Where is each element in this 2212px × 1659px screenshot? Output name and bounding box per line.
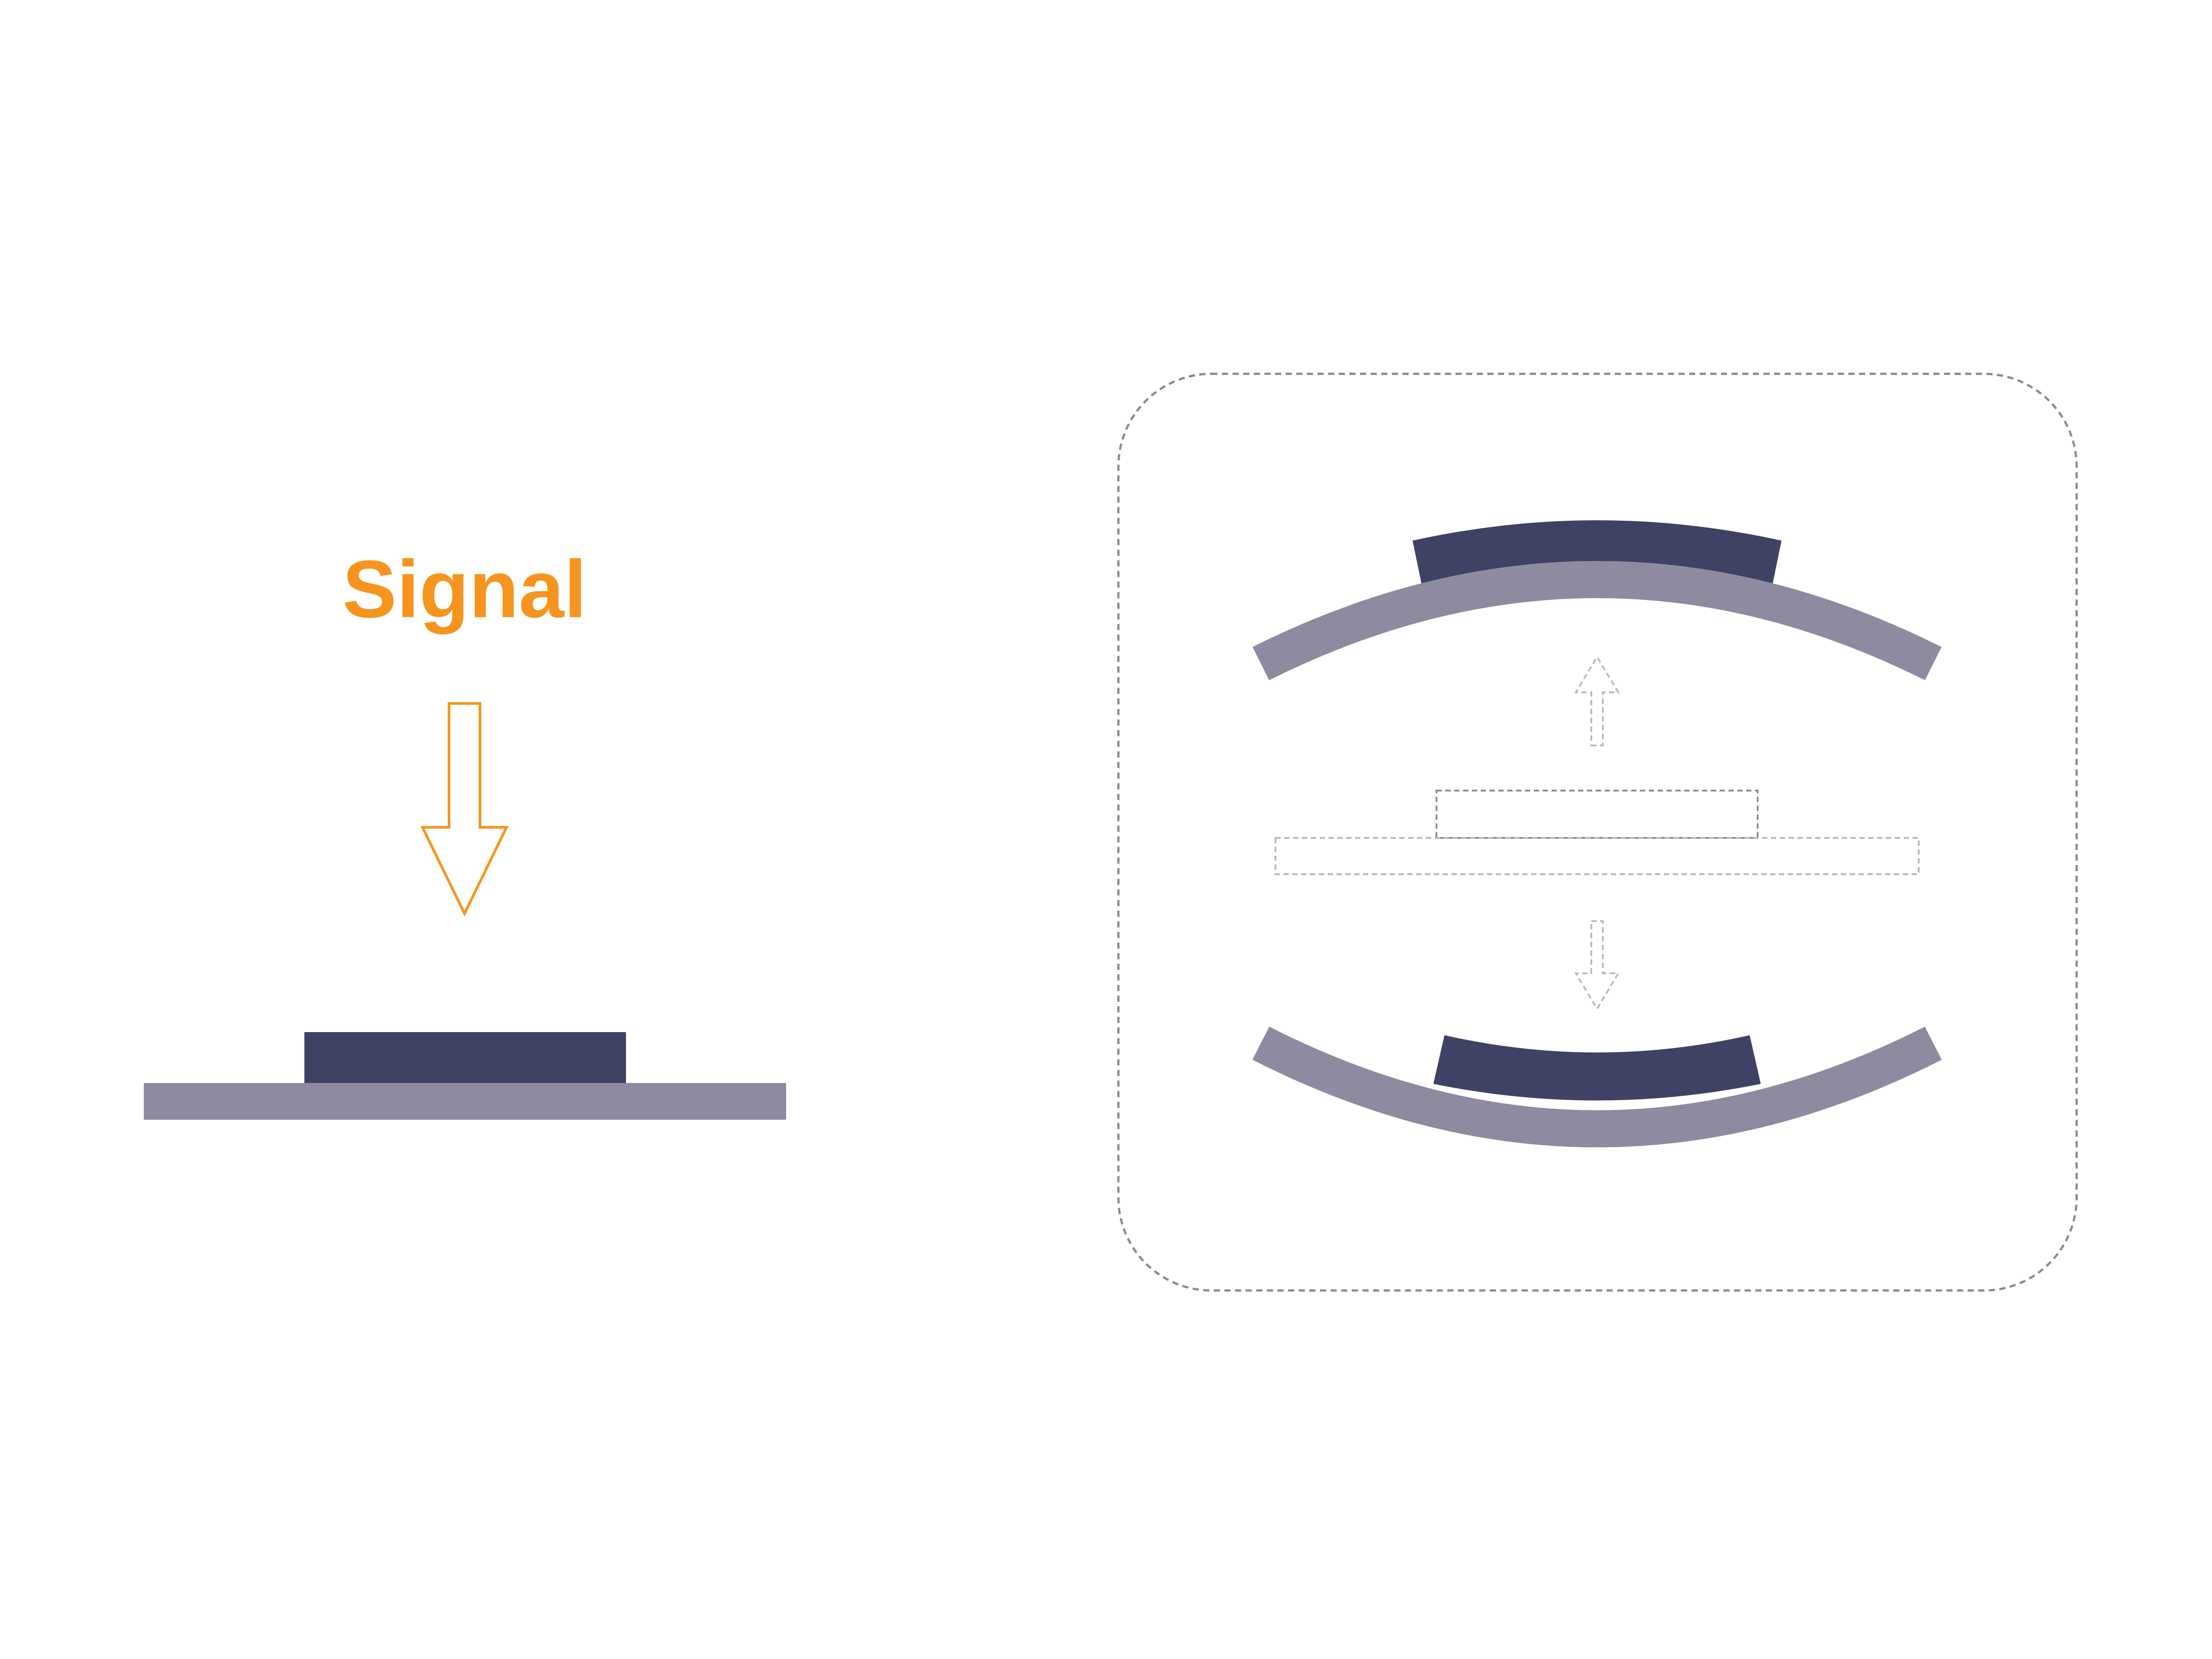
- ghost-arrow-down-icon: [1574, 920, 1620, 1010]
- signal-arrow-down-icon: [420, 702, 509, 917]
- ghost-substrate: [1275, 837, 1920, 875]
- ghost-active-layer: [1436, 790, 1759, 839]
- active-layer-bent-down: [1433, 1035, 1761, 1101]
- substrate-flat: [144, 1083, 786, 1120]
- active-layer-flat: [304, 1032, 626, 1083]
- inset-dashed-frame: [1117, 373, 2078, 1292]
- ghost-arrow-up-icon: [1574, 655, 1620, 746]
- flat-actuator-group: Signal: [144, 543, 786, 1120]
- bending-modes-inset: [1117, 373, 2078, 1292]
- substrate-bent-up: [1252, 561, 1942, 680]
- ghost-neutral-actuator: [1275, 790, 1920, 875]
- signal-label: Signal: [342, 543, 587, 634]
- upward-bent-actuator: [1252, 520, 1942, 680]
- substrate-bent-down: [1252, 1026, 1942, 1148]
- downward-bent-actuator: [1252, 1026, 1942, 1148]
